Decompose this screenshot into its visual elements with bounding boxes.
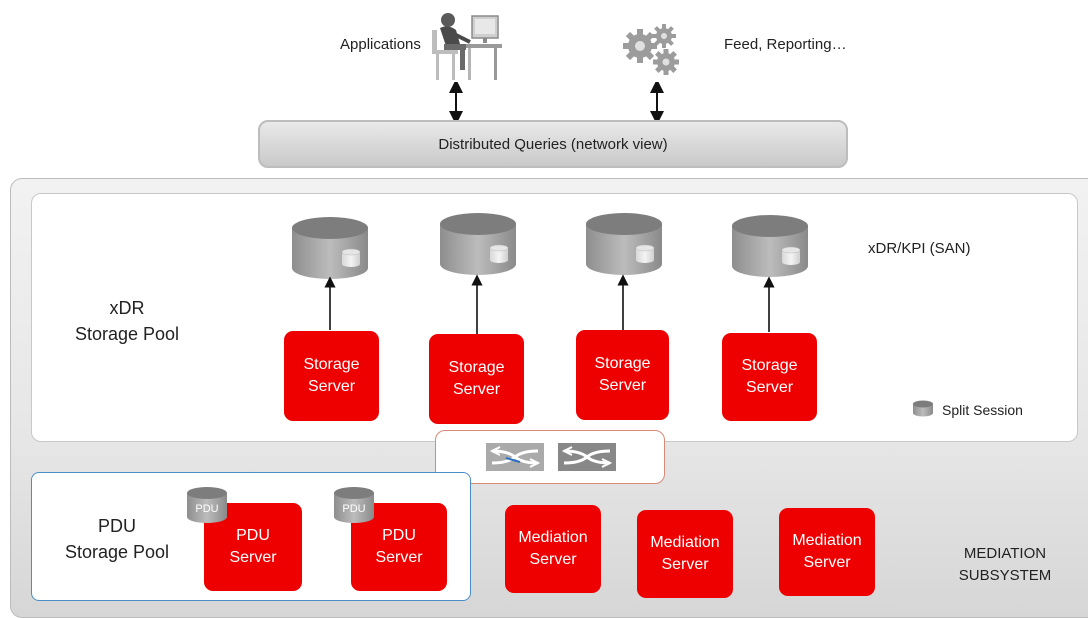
pdu-database-icon: PDU [332,486,376,526]
application-query-arrow [449,82,463,122]
mediation-subsystem-label-line1: MEDIATION [963,545,1047,562]
storage-server: Storage Server [284,331,379,421]
storage-server-label-line2: Server [307,378,356,395]
database-icon [440,213,516,275]
xdr-pool-label-line1: xDR [109,298,145,318]
xdr-pool-label: xDR Storage Pool [52,295,202,347]
xdr-kpi-san-label: xDR/KPI (SAN) [868,240,971,257]
split-session-legend-label: Split Session [942,402,1023,418]
database-icon [732,215,808,277]
pdu-pool-label: PDU Storage Pool [42,513,192,565]
split-session-legend-icon [913,400,933,417]
storage-server-label-line2: Server [452,381,501,398]
xdr-storage-pool [31,193,1078,442]
pdu-database-label: PDU [195,503,219,515]
network-switch-icon [486,443,544,471]
storage-server-label-line2: Server [745,379,794,396]
pdu-server-label-line1: PDU [382,527,416,544]
storage-arrow [617,274,629,330]
pdu-database-label: PDU [342,503,366,515]
mediation-server-label-line1: Mediation [792,532,862,549]
storage-arrow [324,276,336,330]
feed-reporting-label: Feed, Reporting… [724,36,847,53]
mediation-server-label-line2: Server [803,554,851,571]
xdr-pool-label-line2: Storage Pool [74,324,180,344]
mediation-server: Mediation Server [637,510,733,598]
mediation-server: Mediation Server [505,505,601,593]
storage-server: Storage Server [576,330,669,420]
mediation-server-label-line1: Mediation [518,529,588,546]
pdu-server-label-line1: PDU [236,527,270,544]
pdu-server-label-line2: Server [229,549,277,566]
pdu-server-label-line2: Server [375,549,423,566]
storage-server: Storage Server [722,333,817,421]
storage-server-label-line1: Storage [303,356,360,373]
mediation-server-label-line1: Mediation [650,534,720,551]
mediation-subsystem-label: MEDIATION SUBSYSTEM [935,543,1075,587]
storage-server-label-line1: Storage [594,355,651,372]
gears-icon [623,24,679,75]
mediation-server: Mediation Server [779,508,875,596]
database-icon [292,217,368,279]
storage-server-label-line1: Storage [448,359,505,376]
applications-label: Applications [340,36,421,53]
network-switch-group [435,430,665,484]
storage-arrow [471,274,483,334]
storage-server: Storage Server [429,334,524,424]
distributed-queries-bar: Distributed Queries (network view) [258,120,848,168]
pdu-pool-label-line2: Storage Pool [64,542,170,562]
pdu-pool-label-line1: PDU [97,516,136,536]
mediation-server-label-line2: Server [529,551,577,568]
storage-server-label-line1: Storage [741,357,798,374]
pdu-database-icon: PDU [185,486,229,526]
mediation-subsystem-label-line2: SUBSYSTEM [958,567,1052,584]
storage-server-label-line2: Server [598,377,647,394]
feed-query-arrow [650,82,664,122]
network-switch-icon [558,443,616,471]
user-at-desk-icon [432,13,502,80]
mediation-server-label-line2: Server [661,556,709,573]
distributed-queries-label: Distributed Queries (network view) [438,135,668,153]
database-icon [586,213,662,275]
storage-arrow [763,276,775,332]
